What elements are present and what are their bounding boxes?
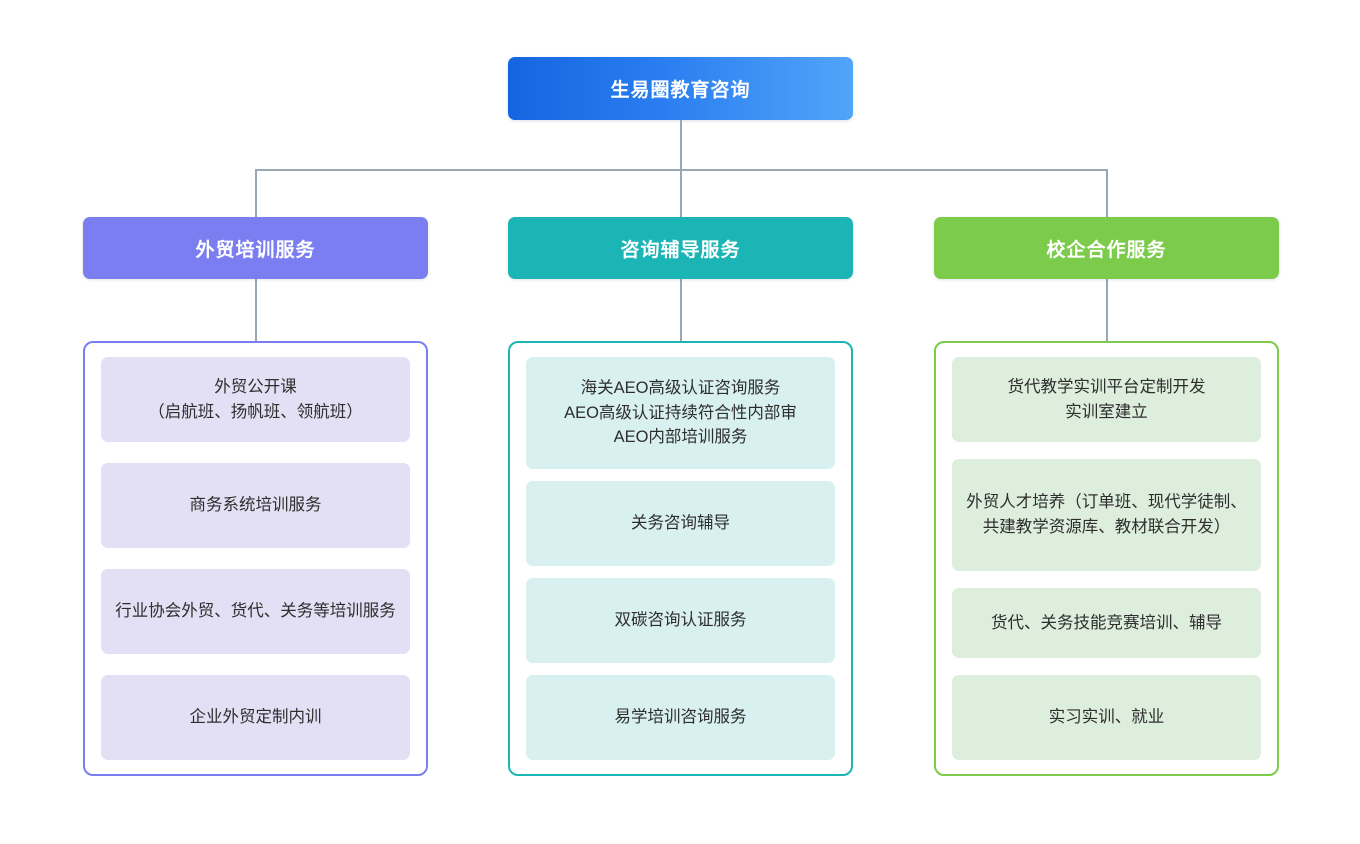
service-item: 行业协会外贸、货代、关务等培训服务 [101, 569, 410, 654]
connector-drop-branch-3 [1106, 169, 1108, 217]
connector-link-branch-3 [1106, 279, 1108, 342]
connector-drop-branch-1 [255, 169, 257, 217]
branch-container-consulting: 海关AEO高级认证咨询服务 AEO高级认证持续符合性内部审 AEO内部培训服务 … [508, 341, 853, 776]
service-item: 易学培训咨询服务 [526, 675, 835, 760]
service-item: 企业外贸定制内训 [101, 675, 410, 760]
connector-link-branch-1 [255, 279, 257, 342]
root-node: 生易圈教育咨询 [508, 57, 853, 120]
connector-root-trunk [680, 120, 682, 171]
service-item: 双碳咨询认证服务 [526, 578, 835, 663]
branch-header-consulting: 咨询辅导服务 [508, 217, 853, 279]
service-item: 货代、关务技能竞赛培训、辅导 [952, 588, 1261, 658]
branch-container-training: 外贸公开课 （启航班、扬帆班、领航班） 商务系统培训服务 行业协会外贸、货代、关… [83, 341, 428, 776]
service-item: 关务咨询辅导 [526, 481, 835, 566]
service-item: 外贸公开课 （启航班、扬帆班、领航班） [101, 357, 410, 442]
branch-container-school-enterprise: 货代教学实训平台定制开发 实训室建立 外贸人才培养（订单班、现代学徒制、共建教学… [934, 341, 1279, 776]
connector-drop-branch-2 [680, 169, 682, 217]
service-item: 商务系统培训服务 [101, 463, 410, 548]
service-item: 外贸人才培养（订单班、现代学徒制、共建教学资源库、教材联合开发） [952, 459, 1261, 571]
service-item: 实习实训、就业 [952, 675, 1261, 760]
branch-header-school-enterprise: 校企合作服务 [934, 217, 1279, 279]
service-item: 货代教学实训平台定制开发 实训室建立 [952, 357, 1261, 442]
branch-header-training: 外贸培训服务 [83, 217, 428, 279]
connector-link-branch-2 [680, 279, 682, 342]
service-item: 海关AEO高级认证咨询服务 AEO高级认证持续符合性内部审 AEO内部培训服务 [526, 357, 835, 469]
